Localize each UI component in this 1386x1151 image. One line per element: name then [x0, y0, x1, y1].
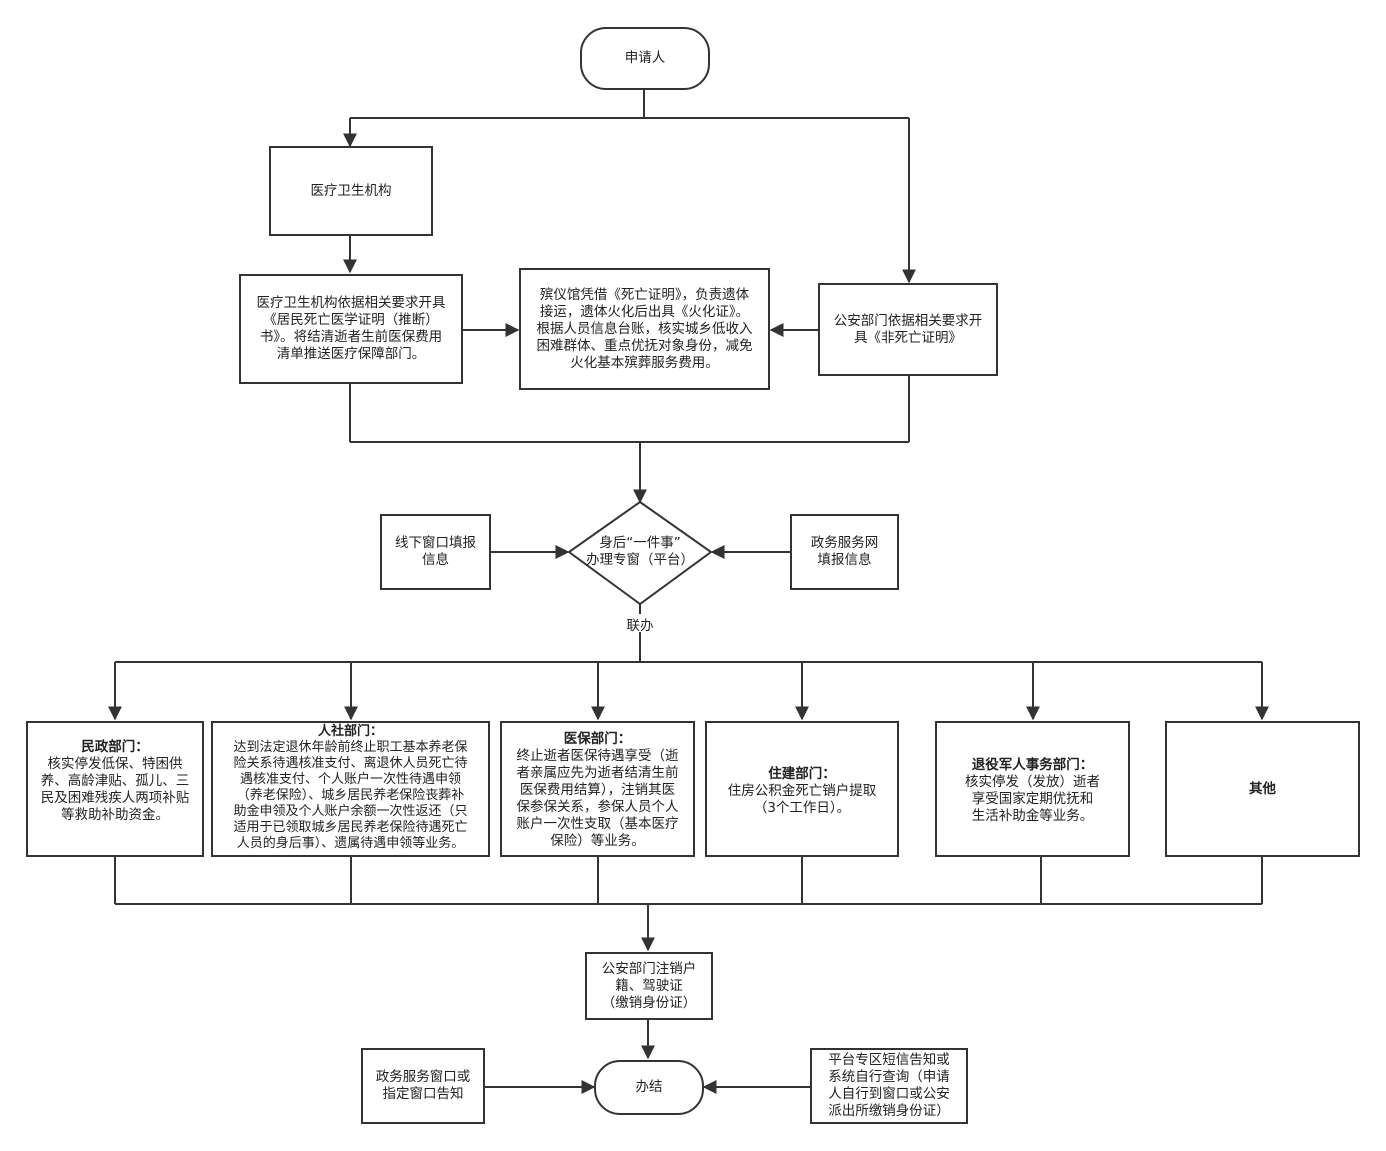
medical-insurance-node: 医保部门： 终止逝者医保待遇享受（逝 者亲属应先为逝者结清生前 医保费用结算），…	[500, 721, 695, 857]
hr-body: 达到法定退休年龄前终止职工基本养老保 险关系待遇核准支付、离退休人员死亡待 遇核…	[233, 740, 468, 851]
hr-title: 人社部门：	[317, 724, 383, 739]
household-cancel-node: 公安部门注销户 籍、驾驶证 （缴销身份证）	[585, 952, 713, 1020]
hr-node: 人社部门： 达到法定退休年龄前终止职工基本养老保 险关系待遇核准支付、离退休人员…	[211, 721, 490, 857]
veterans-title: 退役军人事务部门：	[971, 757, 1094, 773]
civil-affairs-body: 核实停发低保、特困供 养、高龄津贴、孤儿、三 民及困难残疾人两项补贴 等救助补助…	[40, 756, 190, 823]
sms-notice-node: 平台专区短信告知或 系统自行查询（申请 人自行到窗口或公安 派出所缴销身份证）	[810, 1048, 968, 1124]
offline-window-node: 线下窗口填报 信息	[380, 514, 491, 590]
housing-body: 住房公积金死亡销户提取 （3个工作日）。	[727, 782, 877, 816]
civil-affairs-title: 民政部门：	[81, 739, 149, 755]
gov-service-net-node: 政务服务网 填报信息	[790, 514, 899, 590]
medical-certificate-node: 医疗卫生机构依据相关要求开具 《居民死亡医学证明（推断） 书》。将结清逝者生前医…	[239, 274, 463, 384]
platform-diamond	[567, 500, 713, 606]
platform-label: 身后“一件事” 办理专窗（平台）	[586, 535, 694, 568]
medical-institution-node: 医疗卫生机构	[269, 146, 433, 236]
housing-title: 住建部门：	[768, 765, 836, 782]
completed-node: 办结	[594, 1060, 704, 1115]
veterans-body: 核实停发（发放）逝者 享受国家定期优抚和 生活补助金等业务。	[965, 774, 1100, 824]
gov-window-notice-node: 政务服务窗口或 指定窗口告知	[361, 1048, 485, 1124]
veterans-node: 退役军人事务部门： 核实停发（发放）逝者 享受国家定期优抚和 生活补助金等业务。	[935, 721, 1130, 857]
medical-insurance-body: 终止逝者医保待遇享受（逝 者亲属应先为逝者结清生前 医保费用结算），注销其医 保…	[516, 748, 679, 849]
public-security-cert-node: 公安部门依据相关要求开 具《非死亡证明》	[818, 283, 998, 376]
joint-label: 联办	[626, 618, 654, 634]
medical-insurance-title: 医保部门：	[563, 731, 632, 747]
others-node: 其他	[1165, 721, 1360, 857]
housing-node: 住建部门： 住房公积金死亡销户提取 （3个工作日）。	[705, 721, 899, 857]
civil-affairs-node: 民政部门： 核实停发低保、特困供 养、高龄津贴、孤儿、三 民及困难残疾人两项补贴…	[26, 721, 204, 857]
funeral-home-node: 殡仪馆凭借《死亡证明》，负责遗体 接运，遗体火化后出具《火化证》。 根据人员信息…	[519, 268, 770, 390]
applicant-node: 申请人	[580, 27, 710, 90]
